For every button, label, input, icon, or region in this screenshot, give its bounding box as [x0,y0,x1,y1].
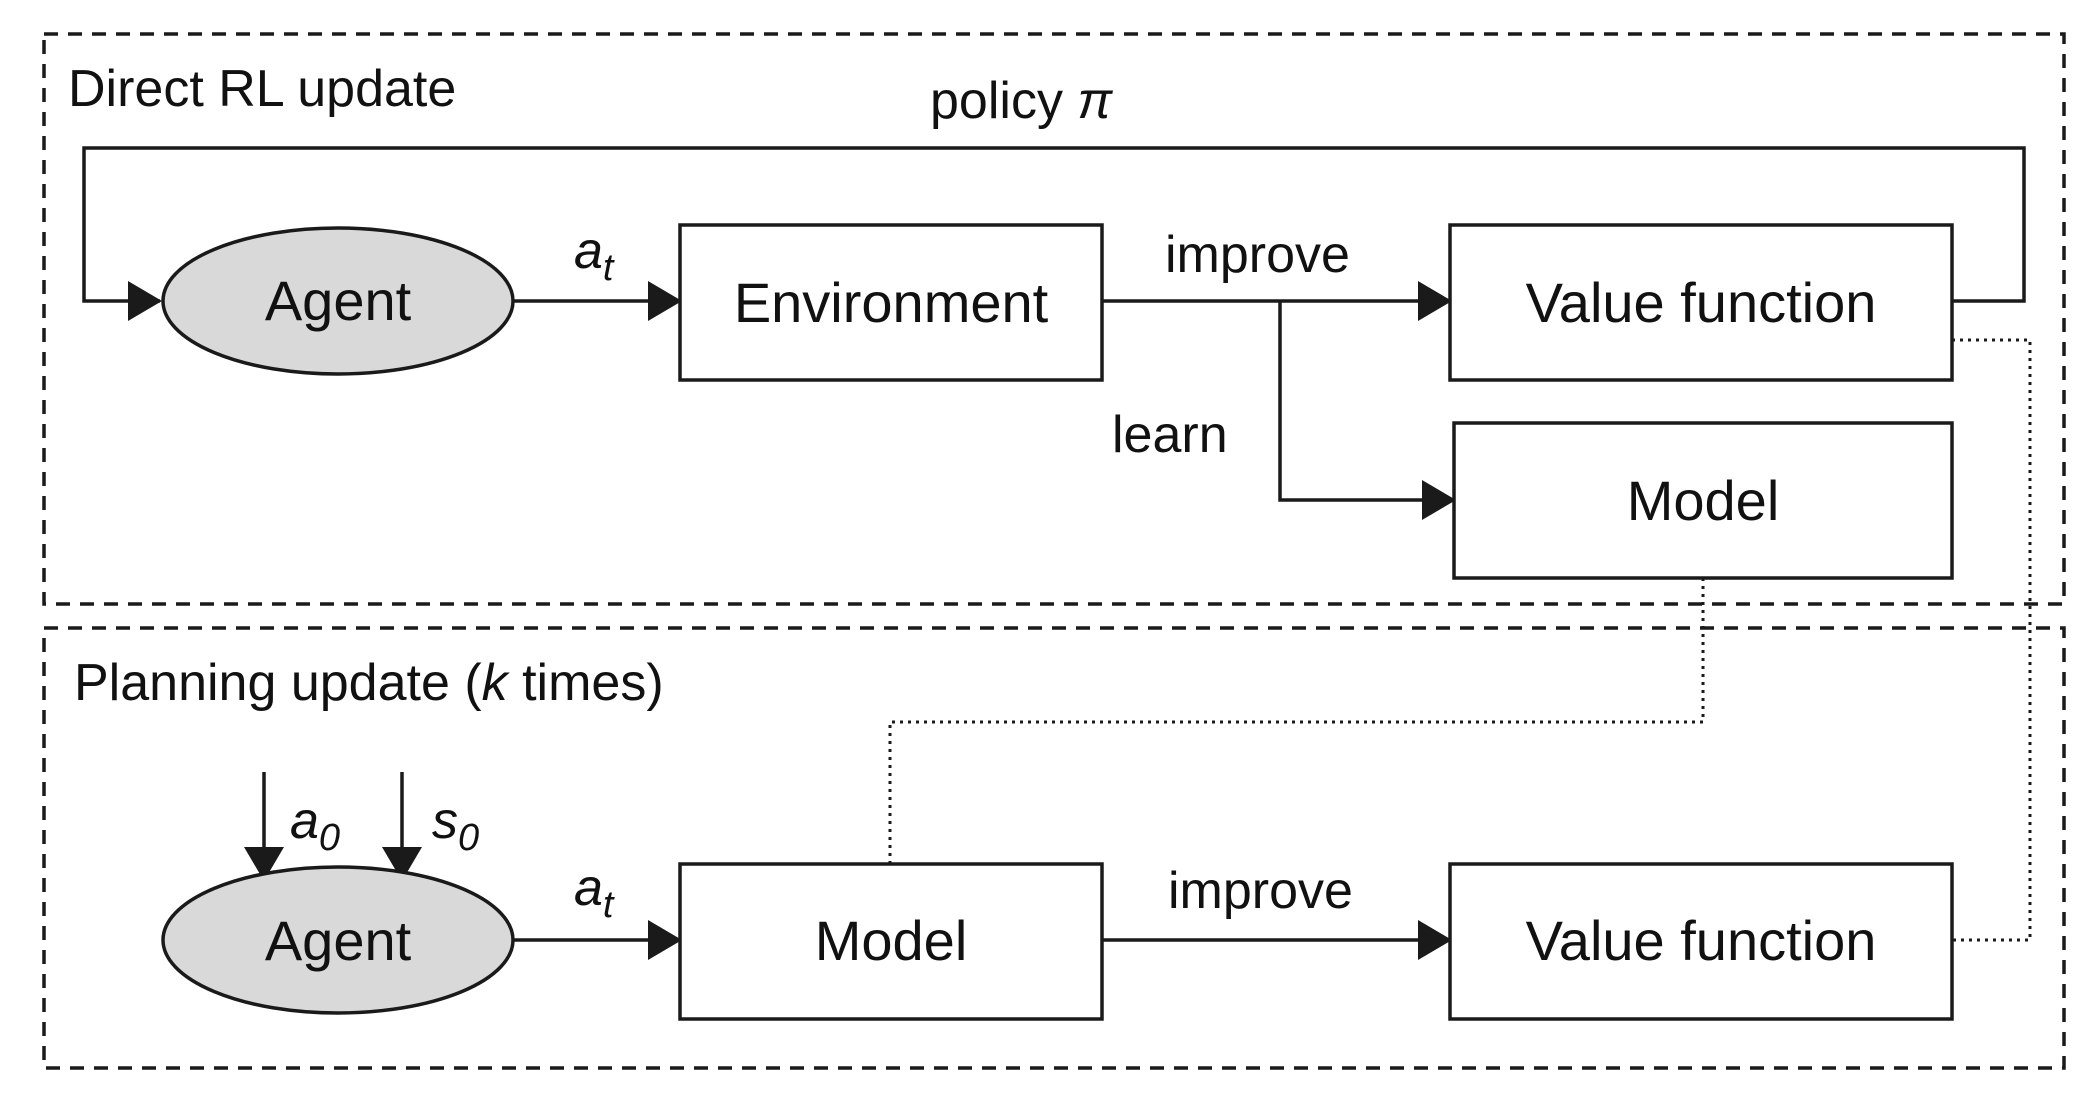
value-function-identity-link [1952,338,2032,942]
s0-var: s [432,792,458,850]
action-sub-bottom: t [603,884,615,926]
a0-var: a [290,792,319,850]
policy-word: policy [930,72,1077,130]
planning-title-suffix: times) [508,654,664,712]
agent-top-label: Agent [265,269,412,332]
action-label-top: at [574,222,615,289]
s0-label: s0 [432,792,479,859]
policy-label: policy π [930,72,1113,130]
model-node-top [1452,421,1954,580]
environment-label: Environment [734,271,1049,334]
action-var-top: a [574,222,603,280]
action-sub-top: t [603,247,615,289]
planning-section-frame [42,626,2066,1070]
action-var-bottom: a [574,859,603,917]
direct-rl-section-frame [42,32,2066,606]
planning-title-prefix: Planning update ( [74,654,482,712]
model-identity-link [888,578,1705,864]
direct-rl-title: Direct RL update [68,60,456,118]
value-function-top-label: Value function [1526,271,1877,334]
value-function-node-top [1448,223,1954,382]
model-bottom-label: Model [815,909,968,972]
planning-title-k: k [482,654,511,712]
policy-loop-arrow [82,146,2026,321]
policy-symbol: π [1077,72,1113,130]
learn-label: learn [1112,406,1228,464]
planning-title: Planning update (k times) [74,654,664,712]
s0-sub: 0 [458,817,479,859]
a0-sub: 0 [319,817,340,859]
model-top-label: Model [1627,469,1780,532]
a0-label: a0 [290,792,340,859]
improve-label-top: improve [1165,226,1350,284]
value-function-bottom-label: Value function [1526,909,1877,972]
agent-bottom-label: Agent [265,909,412,972]
environment-node [678,223,1104,382]
action-label-bottom: at [574,859,615,926]
learn-arrow [1278,301,1456,520]
improve-label-bottom: improve [1168,862,1353,920]
value-function-node-bottom [1448,862,1954,1021]
